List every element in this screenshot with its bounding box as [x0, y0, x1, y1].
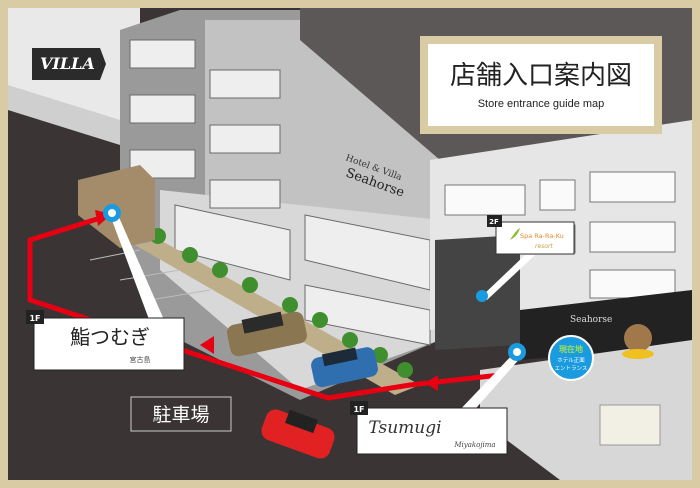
svg-text:2F: 2F: [489, 218, 499, 226]
svg-text:ホテル正面: ホテル正面: [557, 357, 585, 364]
svg-text:現在地: 現在地: [559, 344, 583, 354]
svg-text:エントランス: エントランス: [555, 365, 588, 372]
route-arrow-icon: [425, 375, 438, 391]
svg-text:Tsumugi: Tsumugi: [368, 418, 441, 438]
villa-wall: [8, 85, 120, 145]
svg-text:宮古島: 宮古島: [130, 355, 151, 364]
frame-edge: [692, 0, 700, 488]
title-box: 店舗入口案内図 Store entrance guide map: [420, 36, 662, 134]
spa-location-marker[interactable]: [476, 290, 488, 302]
mascot-icon: [622, 324, 654, 359]
svg-text:Spa Ra-Ra-Ku: Spa Ra-Ra-Ku: [520, 232, 564, 240]
svg-text:Miyakojima: Miyakojima: [453, 441, 495, 449]
parking-label: 駐車場: [130, 396, 232, 432]
current-location-badge: 現在地 ホテル正面 エントランス: [548, 335, 594, 381]
spa-label[interactable]: 2F Spa Ra-Ra-Ku resort: [487, 215, 575, 255]
tsumugi-pointer: [455, 352, 522, 415]
plaza-sign: [599, 404, 661, 446]
route-arrow-icon: [200, 336, 214, 354]
svg-text:resort: resort: [535, 243, 553, 250]
title-jp: 店舗入口案内図: [450, 61, 632, 91]
car-red: [261, 409, 335, 459]
svg-text:VILLA: VILLA: [40, 54, 95, 73]
svg-text:1F: 1F: [353, 405, 364, 414]
svg-text:鮨つむぎ: 鮨つむぎ: [70, 325, 150, 349]
right-windows: [444, 171, 676, 299]
svg-text:駐車場: 駐車場: [152, 404, 209, 426]
canopy-sign: Seahorse: [570, 315, 612, 325]
car-blue: [311, 347, 378, 388]
tsumugi-location-marker[interactable]: [508, 343, 526, 361]
title-en: Store entrance guide map: [478, 98, 605, 110]
car-brown: [227, 311, 307, 357]
sushi-location-marker[interactable]: [103, 204, 121, 222]
sushi-label[interactable]: 1F 鮨つむぎ 宮古島: [26, 310, 185, 371]
villa-label: VILLA: [32, 48, 106, 80]
hotel-windows: [129, 39, 431, 346]
sushi-pointer: [110, 215, 165, 322]
tsumugi-label[interactable]: 1F Tsumugi Miyakojima: [350, 401, 508, 455]
spa-pointer: [482, 255, 535, 300]
svg-text:1F: 1F: [29, 314, 40, 323]
